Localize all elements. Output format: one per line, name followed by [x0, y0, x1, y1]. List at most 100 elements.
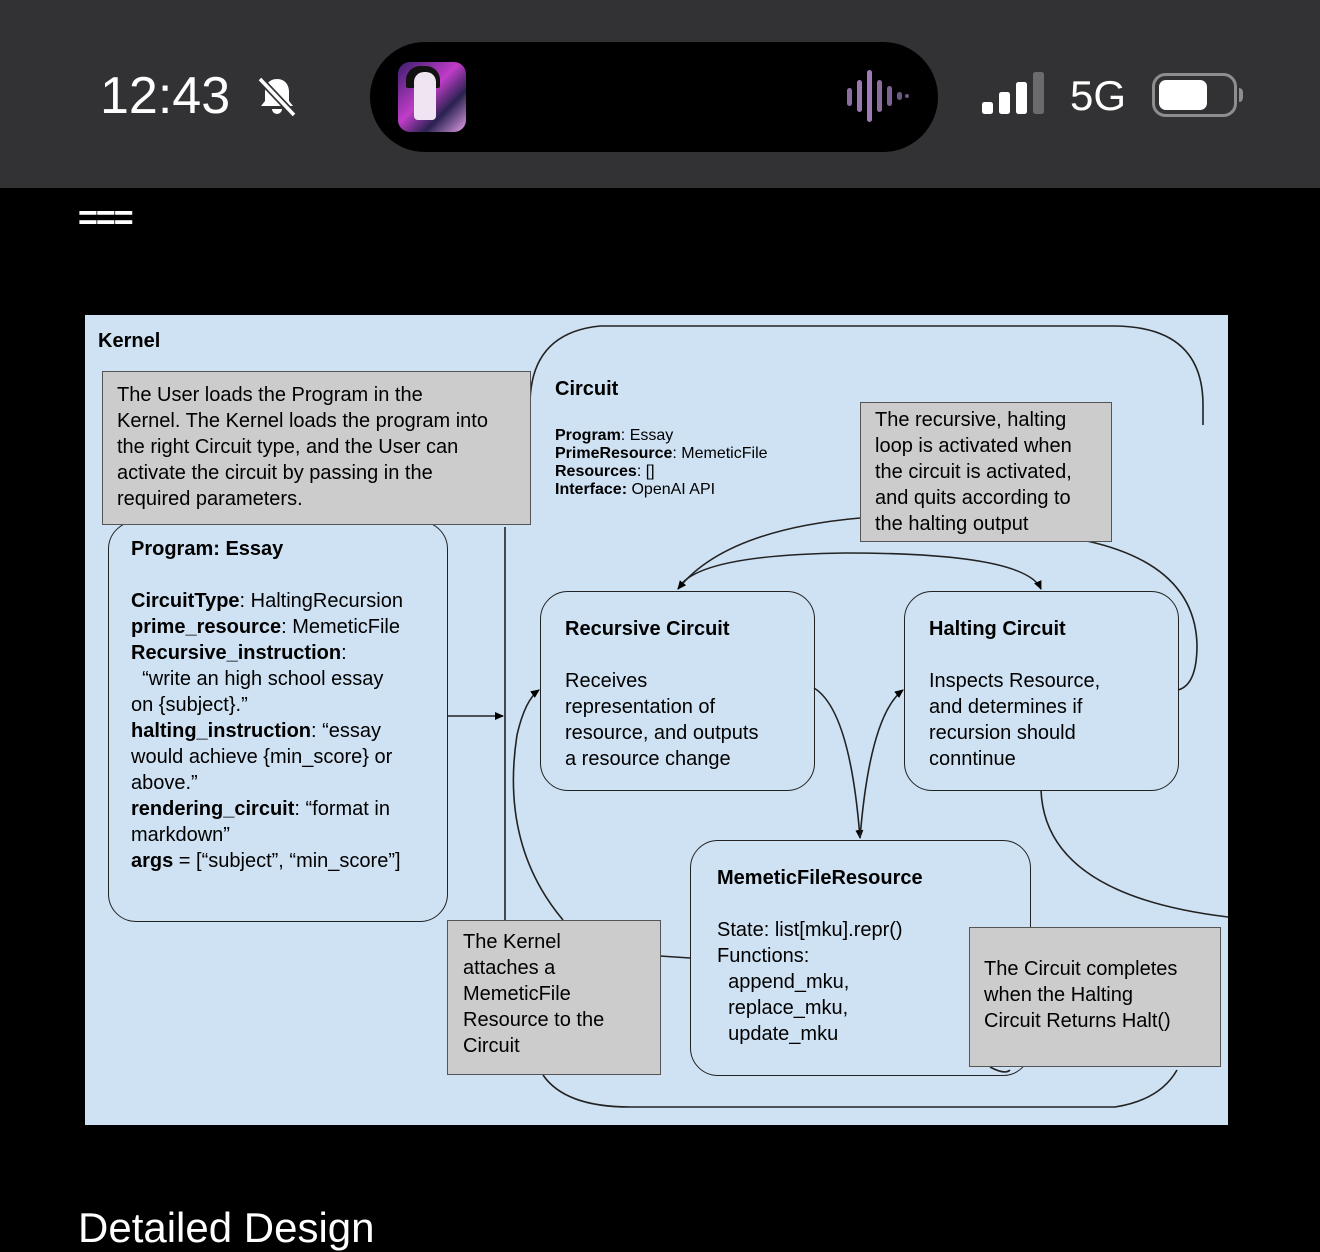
- kernel-note-line: the right Circuit type, and the User can: [117, 436, 459, 458]
- attach-note-line: Resource to the: [463, 1009, 605, 1031]
- program-field-key: prime_resource: [131, 616, 282, 638]
- attach-note-line: The Kernel: [463, 931, 561, 953]
- circuit-field-value: : Essay: [620, 427, 674, 444]
- program-field: CircuitType: HaltingRecursion: [131, 588, 425, 614]
- kernel-note-line: required parameters.: [117, 488, 303, 510]
- album-art-face: [414, 72, 436, 120]
- halting-circuit-line: conntinue: [929, 748, 1016, 770]
- memetic-resource-line: append_mku,: [717, 971, 850, 993]
- program-field: halting_instruction: “essay: [131, 718, 425, 744]
- recursive-circuit-title: Recursive Circuit: [565, 618, 730, 640]
- halting-circuit-line: Inspects Resource,: [929, 670, 1101, 692]
- memetic-resource-line: update_mku: [717, 1023, 839, 1045]
- battery-icon: [1152, 73, 1243, 117]
- recursive-circuit-line: representation of: [565, 696, 716, 718]
- program-field-value: : “format in: [294, 798, 390, 820]
- complete-note-line: The Circuit completes: [984, 958, 1178, 980]
- album-art[interactable]: [398, 62, 466, 132]
- program-field-key: args: [131, 850, 174, 872]
- loop-note: The recursive, halting loop is activated…: [860, 402, 1112, 542]
- program-field-key: rendering_circuit: [131, 798, 295, 820]
- recursive-circuit-line: a resource change: [565, 748, 731, 770]
- circuit-field-key: Interface:: [555, 481, 628, 498]
- circuit-field-value: : []: [636, 463, 655, 480]
- attach-note-line: Circuit: [463, 1035, 520, 1057]
- program-field-value: would achieve {min_score} or: [131, 746, 393, 768]
- recursive-circuit-line: Receives: [565, 670, 648, 692]
- bell-slash-icon: [257, 76, 297, 118]
- memetic-resource-line: replace_mku,: [717, 997, 849, 1019]
- program-field: markdown”: [131, 822, 425, 848]
- kernel-note-line: activate the circuit by passing in the: [117, 462, 433, 484]
- program-field-value: “write an high school essay: [131, 668, 384, 690]
- circuit-field: Program: Essay: [555, 427, 768, 445]
- program-field-value: on {subject}.”: [131, 694, 248, 716]
- signal-bars-icon: [982, 72, 1044, 114]
- program-field: prime_resource: MemeticFile: [131, 614, 425, 640]
- loop-note-line: loop is activated when: [875, 435, 1072, 457]
- program-field: args = [“subject”, “min_score”]: [131, 848, 425, 874]
- complete-note: The Circuit completes when the Halting C…: [969, 927, 1221, 1067]
- loop-note-line: and quits according to: [875, 487, 1071, 509]
- program-field-value: : MemeticFile: [281, 616, 400, 638]
- diagram-connectors: [448, 325, 1228, 1108]
- program-field-value: : “essay: [311, 720, 382, 742]
- menu-glyph[interactable]: ===: [78, 199, 134, 237]
- complete-note-line: Circuit Returns Halt(): [984, 1010, 1171, 1032]
- status-bar: 12:43 5G: [0, 0, 1320, 188]
- circuit-field-value: OpenAI API: [627, 481, 716, 498]
- circuit-field: Interface: OpenAI API: [555, 481, 768, 499]
- attach-note: The Kernel attaches a MemeticFile Resour…: [447, 920, 661, 1075]
- program-field-key: halting_instruction: [131, 720, 311, 742]
- attach-note-line: MemeticFile: [463, 983, 571, 1005]
- circuit-field: PrimeResource: MemeticFile: [555, 445, 768, 463]
- loop-note-line: The recursive, halting: [875, 409, 1067, 431]
- circuit-title: Circuit: [555, 378, 619, 400]
- memetic-resource-title: MemeticFileResource: [717, 867, 923, 889]
- section-heading: Detailed Design: [78, 1204, 375, 1251]
- halting-circuit-title: Halting Circuit: [929, 618, 1066, 640]
- halting-circuit-box: Halting Circuit Inspects Resource, and d…: [904, 591, 1179, 791]
- circuit-field-key: Resources: [555, 463, 637, 480]
- circuit-field-value: : MemeticFile: [672, 445, 768, 462]
- program-field-value: :: [341, 642, 347, 664]
- program-field-value: markdown”: [131, 824, 230, 846]
- program-box-title: Program: Essay: [131, 538, 284, 560]
- memetic-file-resource-box: MemeticFileResource State: list[mku].rep…: [690, 840, 1031, 1076]
- program-field: above.”: [131, 770, 425, 796]
- clock-time: 12:43: [100, 67, 231, 125]
- recursive-circuit-line: resource, and outputs: [565, 722, 759, 744]
- circuit-field-key: Program: [555, 427, 621, 444]
- audio-waveform-icon: [847, 70, 909, 122]
- complete-note-line: when the Halting: [984, 984, 1133, 1006]
- program-field-key: Recursive_instruction: [131, 642, 342, 664]
- program-field-value: = [“subject”, “min_score”]: [173, 850, 401, 872]
- program-field-value: : HaltingRecursion: [239, 590, 403, 612]
- network-type: 5G: [1070, 72, 1127, 119]
- circuit-field-key: PrimeResource: [555, 445, 673, 462]
- program-field: Recursive_instruction:: [131, 640, 425, 666]
- kernel-label: Kernel: [98, 330, 161, 352]
- architecture-diagram: Kernel Program: Essay CircuitType: Halti…: [85, 315, 1228, 1125]
- program-field: “write an high school essay: [131, 666, 425, 692]
- kernel-note: The User loads the Program in the Kernel…: [102, 371, 531, 525]
- halting-circuit-line: and determines if: [929, 696, 1083, 718]
- program-field-value: above.”: [131, 772, 198, 794]
- memetic-resource-line: Functions:: [717, 945, 810, 967]
- memetic-resource-line: State: list[mku].repr(): [717, 919, 903, 941]
- program-box: Program: Essay CircuitType: HaltingRecur…: [108, 521, 448, 922]
- halting-circuit-line: recursion should: [929, 722, 1076, 744]
- kernel-note-line: Kernel. The Kernel loads the program int…: [117, 410, 488, 432]
- program-field: rendering_circuit: “format in: [131, 796, 425, 822]
- program-field-key: CircuitType: [131, 590, 240, 612]
- program-field: on {subject}.”: [131, 692, 425, 718]
- program-field: would achieve {min_score} or: [131, 744, 425, 770]
- loop-note-line: the halting output: [875, 513, 1029, 535]
- kernel-note-line: The User loads the Program in the: [117, 384, 423, 406]
- recursive-circuit-box: Recursive Circuit Receives representatio…: [540, 591, 815, 791]
- circuit-field: Resources: []: [555, 463, 768, 481]
- loop-note-line: the circuit is activated,: [875, 461, 1072, 483]
- attach-note-line: attaches a: [463, 957, 556, 979]
